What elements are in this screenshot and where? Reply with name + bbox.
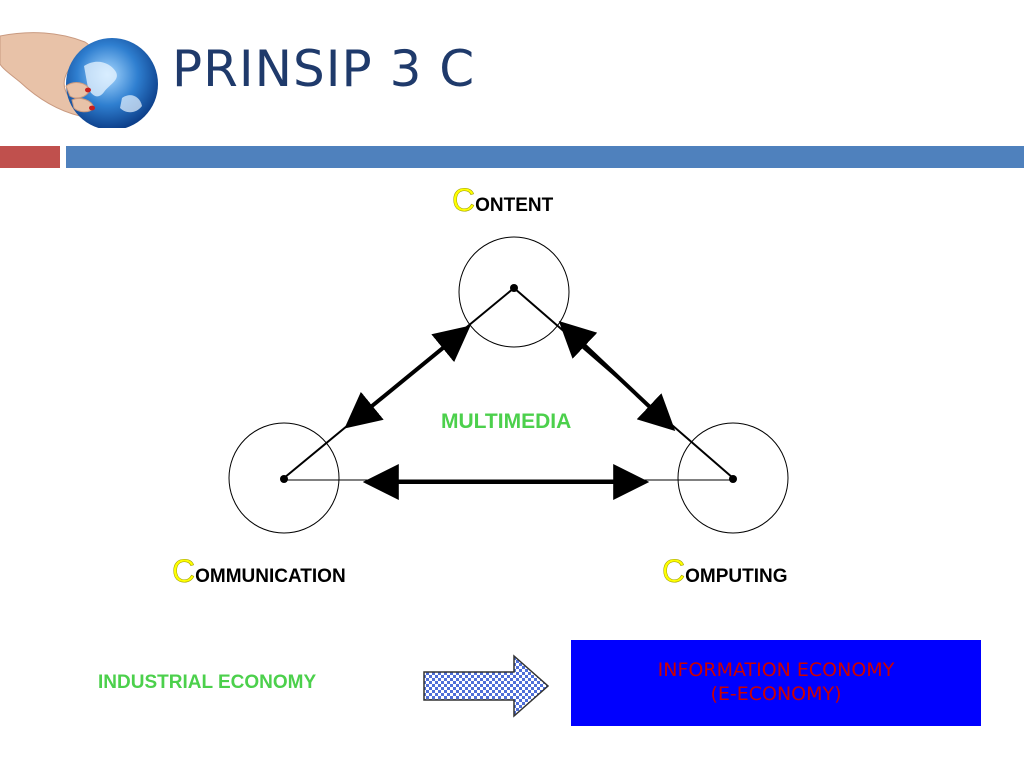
arrow-communication-content: [344, 325, 471, 429]
transition-arrow-icon: [423, 654, 550, 718]
computing-label-rest: OMPUTING: [685, 566, 788, 587]
slide-title: PRINSIP 3 C: [172, 40, 476, 98]
computing-node-dot: [729, 475, 737, 483]
computing-label: COMPUTING: [662, 553, 788, 590]
accent-bar-red: [0, 146, 60, 168]
communication-node-circle: [228, 422, 340, 534]
accent-bar-blue: [66, 146, 1024, 168]
globe-hand-logo: [0, 32, 158, 128]
computing-node-circle: [677, 422, 789, 534]
arrow-content-computing: [558, 321, 676, 431]
communication-initial: C: [172, 553, 196, 590]
content-node-dot: [510, 284, 518, 292]
communication-label-rest: OMMUNICATION: [195, 566, 346, 587]
content-node-circle: [458, 236, 570, 348]
information-economy-line2: (E-ECONOMY): [710, 683, 842, 705]
information-economy-box: INFORMATION ECONOMY (E-ECONOMY): [571, 640, 981, 726]
content-label-rest: ONTENT: [475, 195, 554, 216]
content-label: CONTENT: [452, 182, 553, 219]
computing-initial: C: [662, 553, 686, 590]
communication-label: COMMUNICATION: [172, 553, 346, 590]
communication-node-dot: [280, 475, 288, 483]
multimedia-label: MULTIMEDIA: [441, 410, 572, 433]
industrial-economy-label: INDUSTRIAL ECONOMY: [98, 672, 317, 693]
information-economy-line1: INFORMATION ECONOMY: [657, 659, 895, 682]
content-initial: C: [452, 182, 476, 219]
